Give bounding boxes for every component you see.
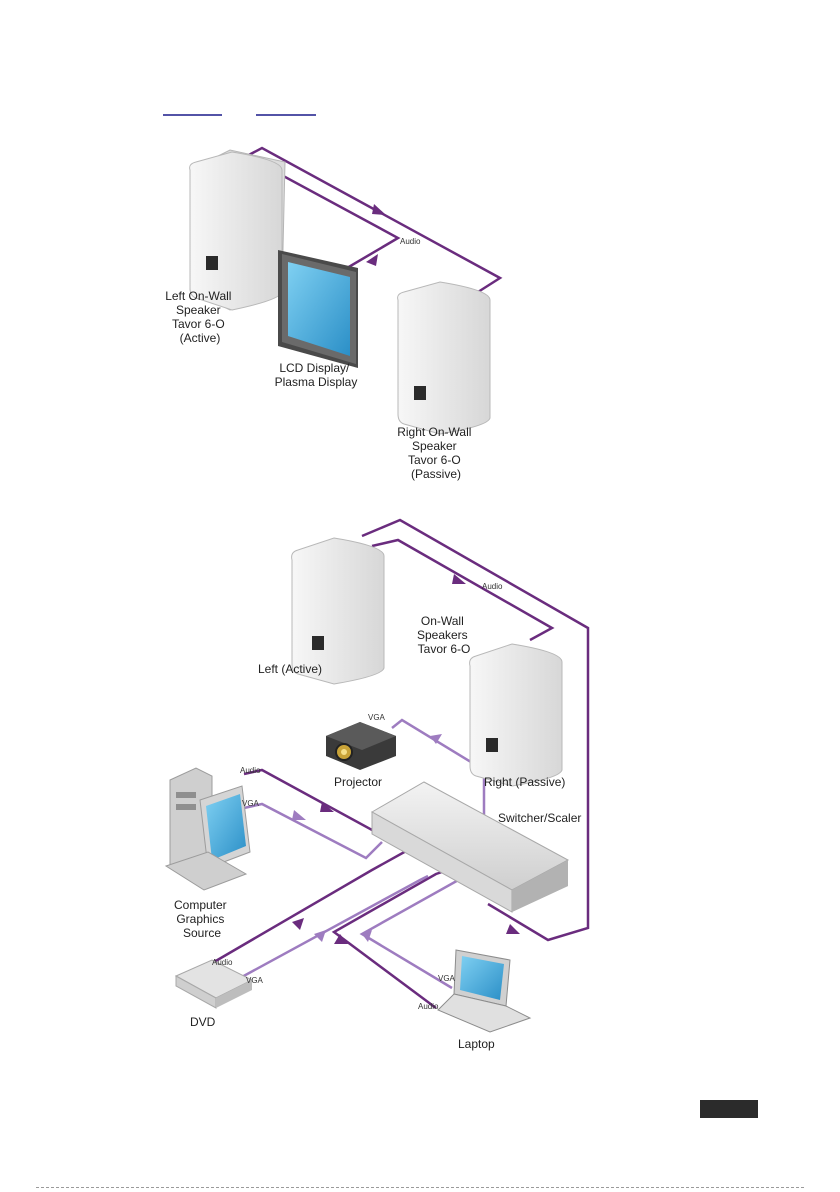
brand-logo [414, 386, 426, 400]
laptop-label: Laptop [458, 1037, 495, 1051]
vga-cable [244, 804, 382, 858]
left-active-label: Left (Active) [258, 662, 322, 676]
audio-cable [334, 870, 448, 1008]
arrow-marker [506, 924, 520, 934]
arrow-marker [292, 918, 304, 930]
right-passive-label: Right (Passive) [484, 775, 565, 789]
dvd-vga-label: VGA [246, 976, 264, 985]
pc-audio-label: Audio [240, 766, 261, 775]
audio-label: Audio [400, 237, 421, 246]
audio-label: Audio [482, 582, 503, 591]
pc-vga-label: VGA [242, 799, 260, 808]
brand-logo [486, 738, 498, 752]
display-label: LCD Display/ Plasma Display [275, 361, 358, 389]
right-speaker-2 [470, 644, 562, 786]
right-speaker-label: Right On-Wall Speaker Tavor 6-O (Passive… [397, 425, 475, 481]
projector-label: Projector [334, 775, 382, 789]
computer [166, 768, 250, 890]
switcher-label: Switcher/Scaler [498, 811, 581, 825]
computer-label: Computer Graphics Source [174, 898, 230, 940]
vga-cable [362, 878, 462, 988]
dvd-audio-label: Audio [212, 958, 233, 967]
dvd-label: DVD [190, 1015, 216, 1029]
laptop [438, 950, 530, 1032]
dvd-player [176, 960, 252, 1008]
lcd-display [278, 250, 358, 368]
bottom-rule [36, 1187, 804, 1188]
brand-logo [206, 256, 218, 270]
left-speaker-label: Left On-Wall Speaker Tavor 6-O (Active) [165, 289, 235, 345]
brand-logo [312, 636, 324, 650]
right-speaker [398, 282, 490, 434]
laptop-audio-label: Audio [418, 1002, 439, 1011]
diagram-2: Audio On-Wall Speakers Tavor 6-O Left (A… [166, 520, 588, 1051]
arrow-marker [372, 204, 386, 215]
diagram-1: Audio Left On-Wall Speaker Tavor 6-O (Ac… [165, 148, 500, 481]
projector [326, 722, 396, 770]
speakers-label: On-Wall Speakers Tavor 6-O [417, 614, 471, 656]
page-tab-marker [700, 1100, 758, 1118]
arrow-marker [334, 934, 348, 944]
laptop-vga-label: VGA [438, 974, 456, 983]
projector-vga-label: VGA [368, 713, 386, 722]
left-speaker [190, 150, 285, 310]
arrow-marker [292, 810, 306, 820]
